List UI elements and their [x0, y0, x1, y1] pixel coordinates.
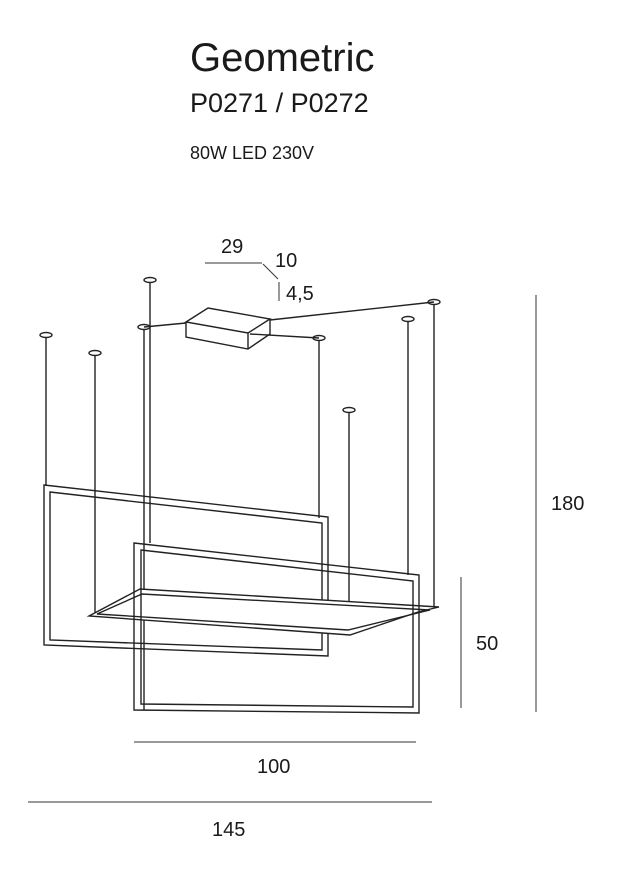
product-spec: 80W LED 230V: [190, 143, 315, 163]
dimension-frame-height: 50: [460, 577, 498, 708]
dimension-total-height: 180: [535, 295, 584, 712]
frame-back: [43, 484, 329, 657]
canopy-wires: [143, 301, 435, 339]
canopy-width-label: 10: [275, 250, 297, 272]
suspension-wires: [45, 282, 435, 710]
dimension-frame-width: 100: [134, 741, 416, 778]
frame-horizontal: [86, 588, 440, 636]
canopy-height-label: 4,5: [286, 283, 314, 305]
canopy-length-label: 29: [221, 236, 243, 258]
product-codes: P0271 / P0272: [190, 88, 369, 118]
dimension-total-width: 145: [28, 801, 432, 841]
total-height-label: 180: [551, 493, 584, 515]
ceiling-anchors: [39, 276, 441, 414]
product-title: Geometric: [190, 36, 375, 80]
frame-front: [133, 542, 420, 714]
dimension-canopy: 29 10 4,5: [205, 236, 314, 305]
frame-width-label: 100: [257, 756, 290, 778]
total-width-label: 145: [212, 819, 245, 841]
frame-height-label: 50: [476, 633, 498, 655]
canopy: [184, 307, 272, 350]
